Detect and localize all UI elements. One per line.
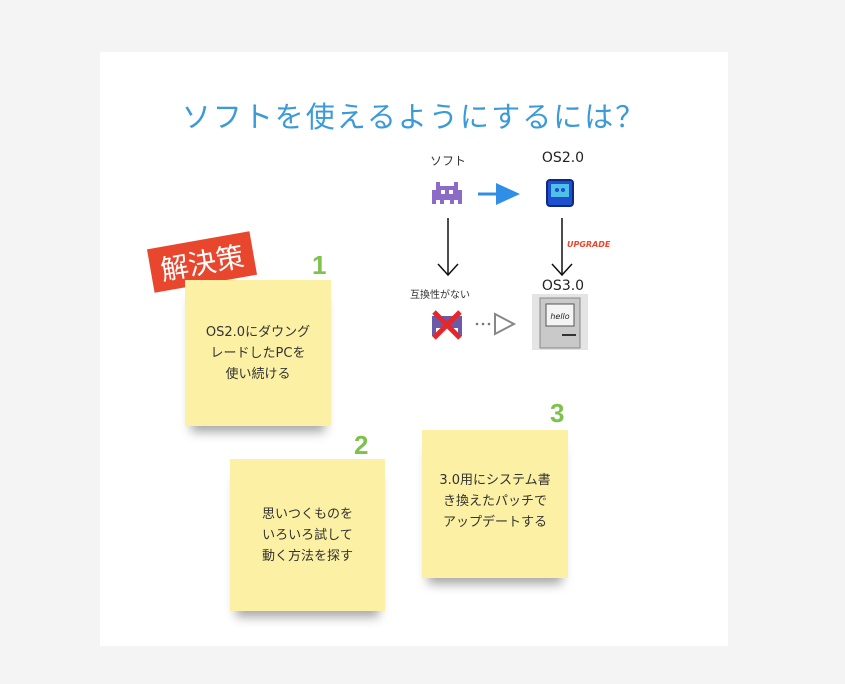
down-arrow-icon (437, 218, 459, 277)
note-number-3: 3 (550, 398, 565, 428)
space-invader-icon (432, 182, 462, 204)
dotted-arrow-icon (475, 312, 517, 336)
down-arrow-icon (551, 218, 573, 277)
software-label: ソフト (429, 154, 466, 168)
incompatible-label: 互換性がない (410, 290, 470, 301)
sticky-note-3: 3.0用にシステム書 き換えたパッチで アップデートする (422, 430, 568, 578)
right-arrow-icon (478, 183, 520, 205)
incompatible-invader-icon (432, 310, 462, 340)
note-number-2: 2 (354, 430, 369, 460)
sticky-note-2: 思いつくものを いろいろ試して 動く方法を探す (230, 459, 385, 611)
note-number-1: 1 (312, 250, 327, 280)
mac-computer-icon: hello (532, 294, 588, 350)
upgrade-label: UPGRADE (567, 240, 611, 249)
old-computer-icon (546, 179, 574, 207)
sticky-note-1: OS2.0にダウング レードしたPCを 使い続ける (185, 280, 331, 426)
page-title: ソフトを使えるようにするには？ (181, 100, 647, 134)
os3-label: OS3.0 (541, 278, 585, 294)
mac-screen-text: hello (550, 312, 569, 321)
os2-label: OS2.0 (541, 150, 585, 166)
